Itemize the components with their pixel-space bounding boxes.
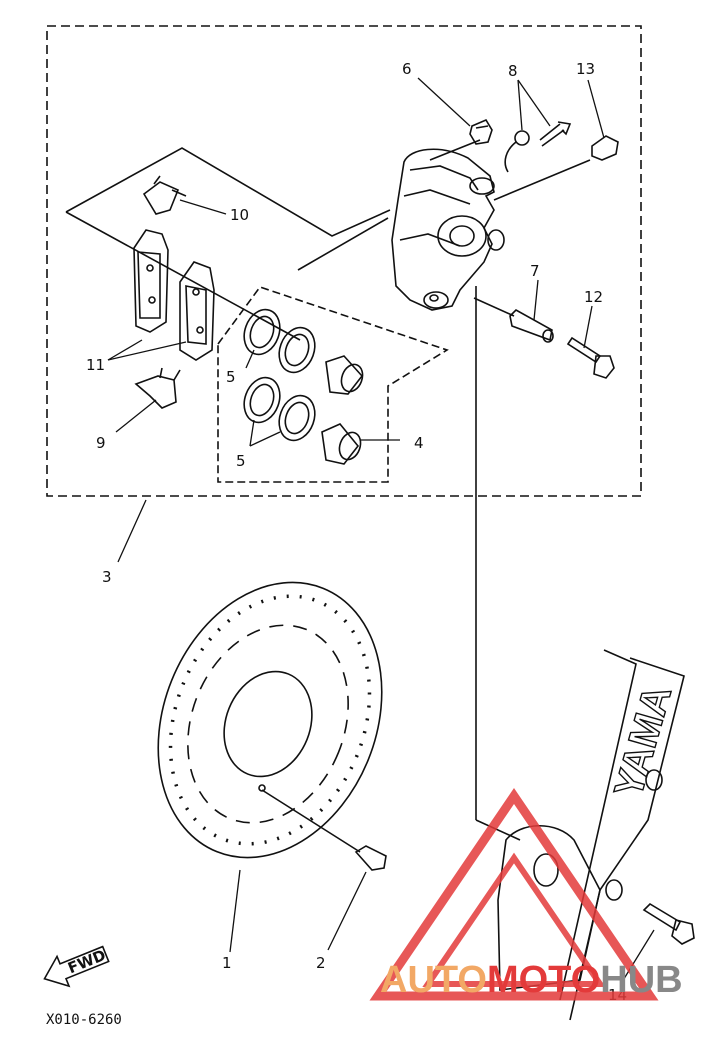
- part-8-bleed-screw: [504, 121, 572, 173]
- part-13-cap: [591, 135, 619, 161]
- part-11-brake-pads: [133, 229, 215, 361]
- fwd-label: FWD: [65, 946, 108, 977]
- watermark-moto: MOTO: [487, 959, 600, 1001]
- seal-kit-frame: [217, 286, 449, 483]
- callout-5a: 5: [226, 368, 236, 386]
- part-4-pistons: [321, 355, 364, 465]
- callout-13: 13: [576, 60, 595, 78]
- caliper-assembly-frame: [46, 25, 642, 497]
- part-1-brake-disc: [157, 581, 383, 859]
- part-9-pad-support: [134, 367, 181, 409]
- callout-1: 1: [222, 954, 232, 972]
- callout-12: 12: [584, 288, 603, 306]
- callout-8: 8: [508, 62, 518, 80]
- watermark-triangle-icon: [369, 787, 659, 1001]
- callout-2: 2: [316, 954, 326, 972]
- callout-4: 4: [414, 434, 424, 452]
- part-2-disc-bolt: [261, 789, 387, 871]
- watermark-auto: AUTO: [380, 959, 487, 1001]
- drawing-code: X010-6260: [46, 1012, 122, 1028]
- callout-6: 6: [402, 60, 412, 78]
- fwd-arrow: FWD: [43, 945, 110, 988]
- part-12-bolt: [566, 336, 615, 379]
- fork-lettering: YAMA: [606, 681, 680, 803]
- callout-7: 7: [530, 262, 540, 280]
- watermark-hub: HUB: [600, 959, 682, 1001]
- watermark: AUTOMOTOHUB: [369, 787, 683, 1001]
- part-10-pad-spring: [142, 175, 187, 215]
- callout-10: 10: [230, 206, 249, 224]
- part-7-pin: [509, 309, 554, 343]
- pad-kit-outline: [65, 147, 391, 237]
- callout-5b: 5: [236, 452, 246, 470]
- callout-9: 9: [96, 434, 106, 452]
- caliper-body: [391, 148, 505, 311]
- part-6-cap: [469, 118, 493, 145]
- part-5-seals: [243, 308, 316, 442]
- callout-3: 3: [102, 568, 112, 586]
- leader-lines: [107, 77, 655, 983]
- front-fork: [497, 649, 685, 1021]
- part-14-axle-bolt: [642, 902, 695, 945]
- callout-11: 11: [86, 356, 105, 374]
- watermark-logo: AUTOMOTOHUB: [380, 959, 683, 1001]
